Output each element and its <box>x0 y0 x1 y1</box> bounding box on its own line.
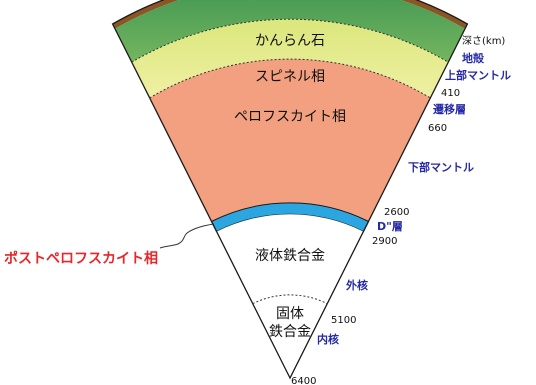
upper-mantle-label: 上部マントル <box>445 68 511 82</box>
post-perovskite-label: ポストペロフスカイト相 <box>4 250 158 267</box>
solid-core-label-line2: 鉄合金 <box>269 324 311 340</box>
solid-core-label-line1: 固体 <box>276 306 304 322</box>
crust-layer-label: 地殻 <box>462 51 485 65</box>
transition-zone-label: 遷移層 <box>433 102 466 116</box>
perovskite-zone <box>149 59 431 222</box>
depth-2900: 2900 <box>372 236 397 247</box>
boundary-410 <box>131 18 449 63</box>
depth-660: 660 <box>428 123 447 134</box>
depth-6400: 6400 <box>291 376 316 385</box>
depth-2600: 2600 <box>384 207 409 218</box>
boundary-660 <box>149 58 431 99</box>
liquid-core-label: 液体鉄合金 <box>255 248 325 264</box>
olivine-zone <box>115 0 465 63</box>
outer-core-label: 外核 <box>345 278 368 292</box>
d-layer-label: D"層 <box>377 220 403 233</box>
spinel-zone <box>131 19 449 99</box>
post-perovskite-leader <box>159 223 215 249</box>
depth-header: 深さ(km) <box>462 35 505 47</box>
boundary-inner-core <box>252 294 328 305</box>
olivine-label: かんらん石 <box>255 33 325 49</box>
depth-5100: 5100 <box>331 315 356 326</box>
spinel-label: スピネル相 <box>255 69 325 85</box>
lower-mantle-label: 下部マントル <box>408 160 474 174</box>
depth-410: 410 <box>441 88 460 99</box>
inner-core-label: 内核 <box>317 332 339 346</box>
perovskite-label: ペロフスカイト相 <box>234 109 346 125</box>
core-region <box>216 214 364 378</box>
wedge-outline <box>111 0 469 380</box>
